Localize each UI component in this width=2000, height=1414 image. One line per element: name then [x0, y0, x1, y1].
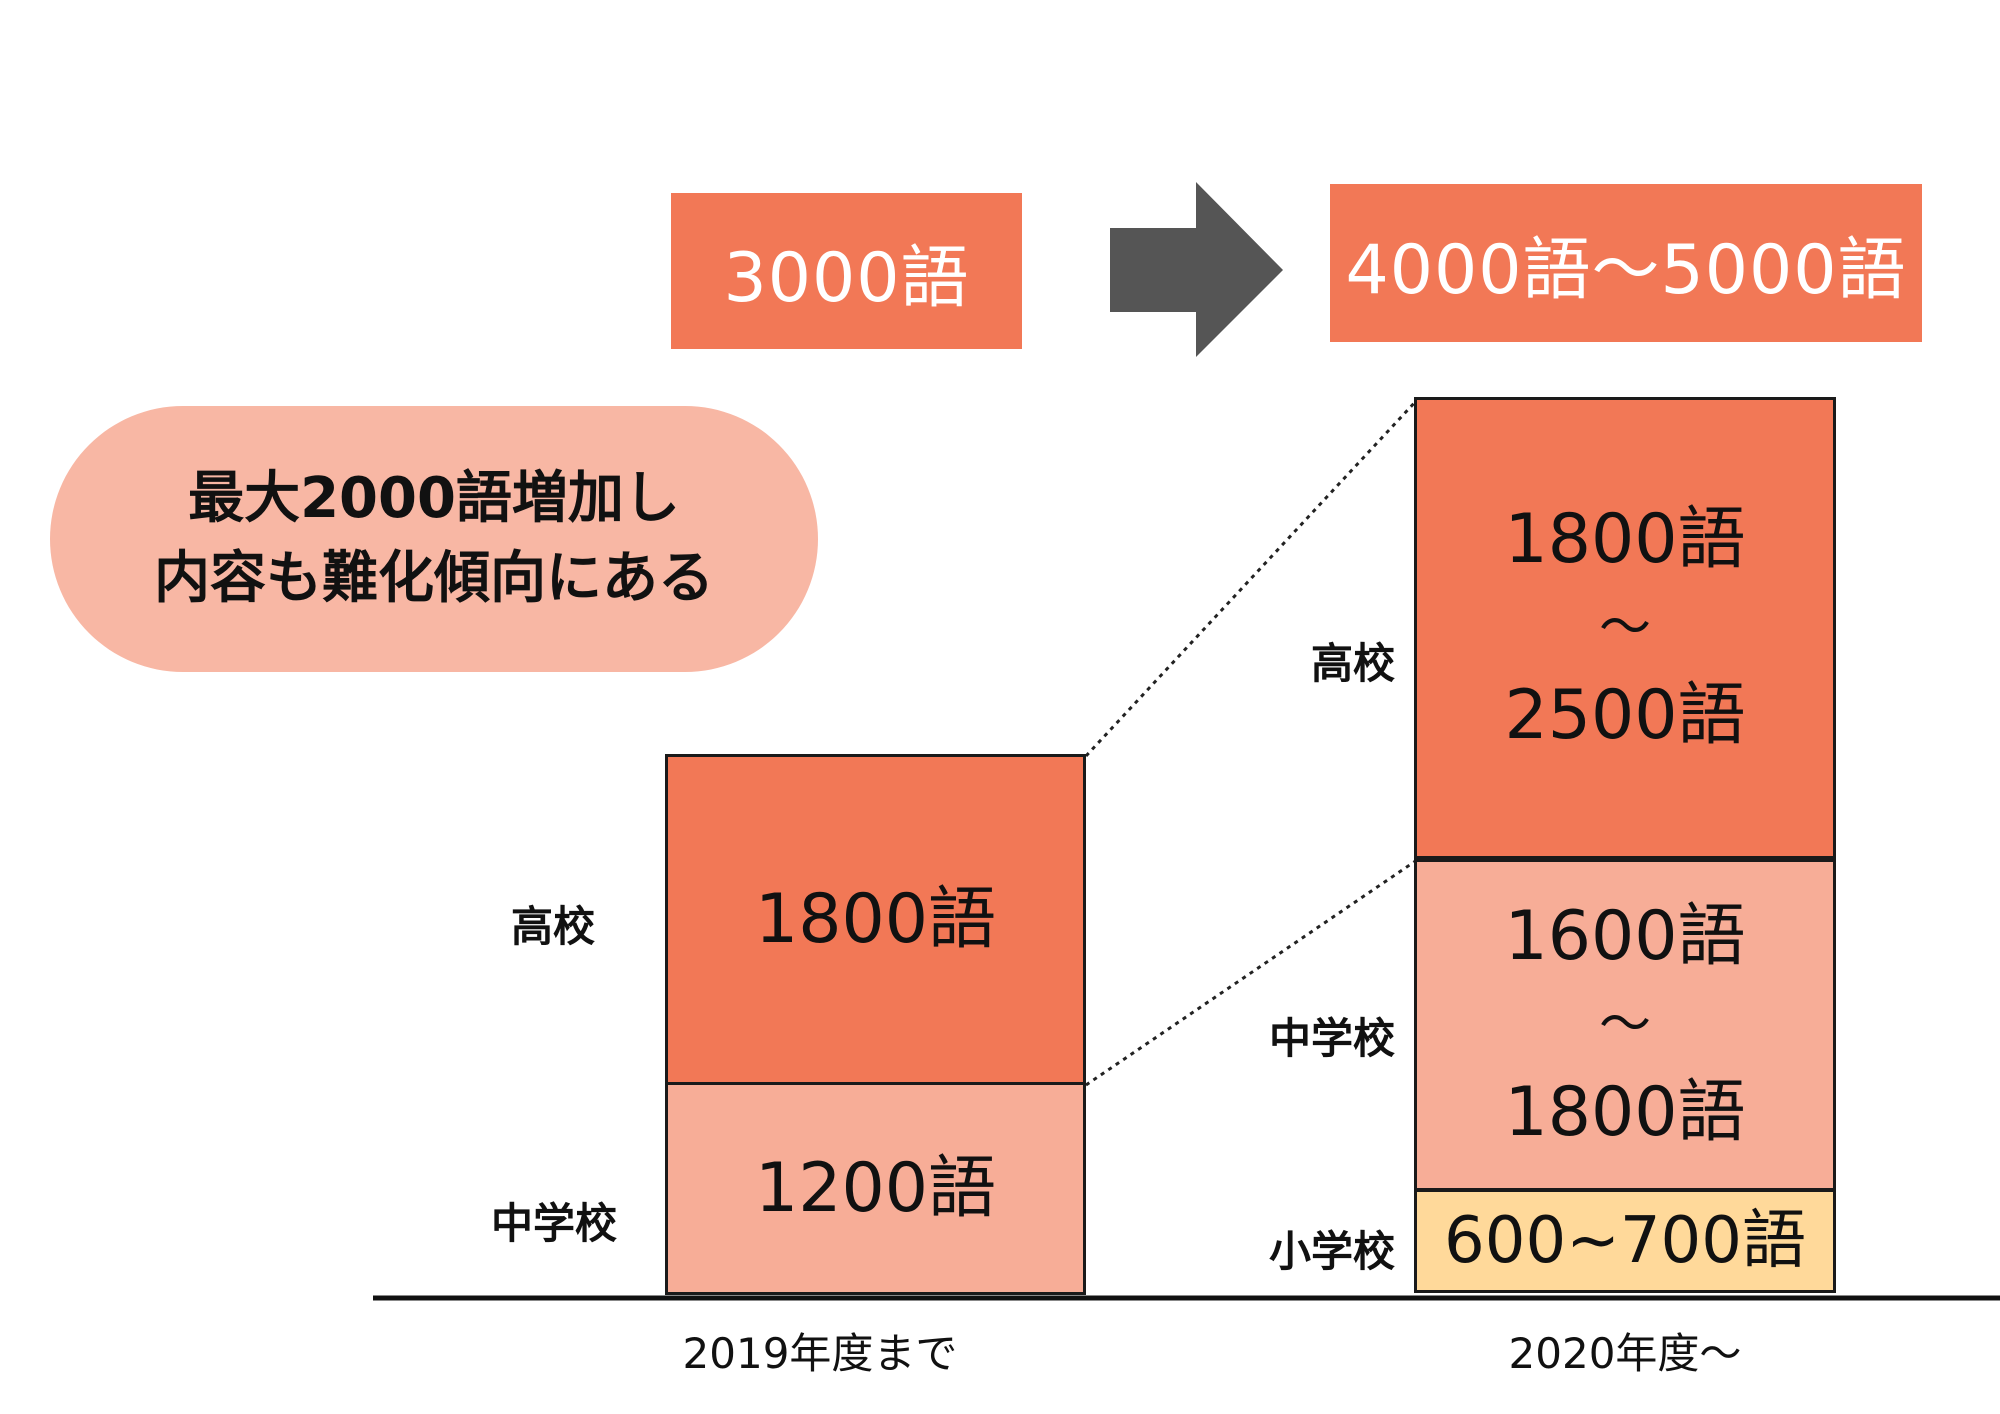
after-elementary-school-value: 600~700語 — [1444, 1204, 1806, 1278]
after-middle-school-value-from: 1600語 — [1504, 897, 1746, 976]
after-year-label: 2020年度～ — [1508, 1329, 1742, 1378]
after-middle-school-tilde: ～ — [1598, 995, 1651, 1055]
after-high-school-segment: 1800語 ～ 2500語 — [1414, 397, 1836, 859]
summary-line-1: 最大2000語増加し — [188, 466, 680, 531]
total-after-text: 4000語～5000語 — [1345, 230, 1907, 310]
after-middle-school-label: 中学校 — [1268, 1014, 1395, 1063]
before-high-school-label: 高校 — [510, 902, 595, 951]
connector-line-middle — [1085, 858, 1418, 1087]
before-middle-school-value: 1200語 — [754, 1148, 997, 1228]
arrow-right-icon — [1110, 182, 1283, 357]
before-high-school-value: 1800語 — [754, 879, 997, 959]
after-high-school-value-from: 1800語 — [1504, 500, 1746, 579]
before-high-school-segment: 1800語 — [665, 754, 1086, 1085]
before-middle-school-label: 中学校 — [490, 1199, 617, 1248]
after-elementary-school-segment: 600~700語 — [1414, 1189, 1836, 1293]
after-middle-school-value-to: 1800語 — [1504, 1073, 1746, 1152]
after-elementary-school-label: 小学校 — [1268, 1227, 1395, 1276]
connector-line-top — [1084, 398, 1419, 758]
summary-pill: 最大2000語増加し 内容も難化傾向にある — [50, 406, 818, 672]
before-year-label: 2019年度まで — [682, 1329, 958, 1378]
total-before-text: 3000語 — [723, 238, 970, 318]
before-middle-school-segment: 1200語 — [665, 1082, 1086, 1295]
after-high-school-value-to: 2500語 — [1504, 676, 1746, 755]
after-high-school-tilde: ～ — [1598, 598, 1651, 658]
total-after-box: 4000語～5000語 — [1330, 184, 1922, 342]
summary-line-2: 内容も難化傾向にある — [154, 546, 714, 611]
total-before-box: 3000語 — [671, 193, 1022, 349]
after-middle-school-segment: 1600語 ～ 1800語 — [1414, 859, 1836, 1191]
after-high-school-label: 高校 — [1310, 639, 1395, 688]
